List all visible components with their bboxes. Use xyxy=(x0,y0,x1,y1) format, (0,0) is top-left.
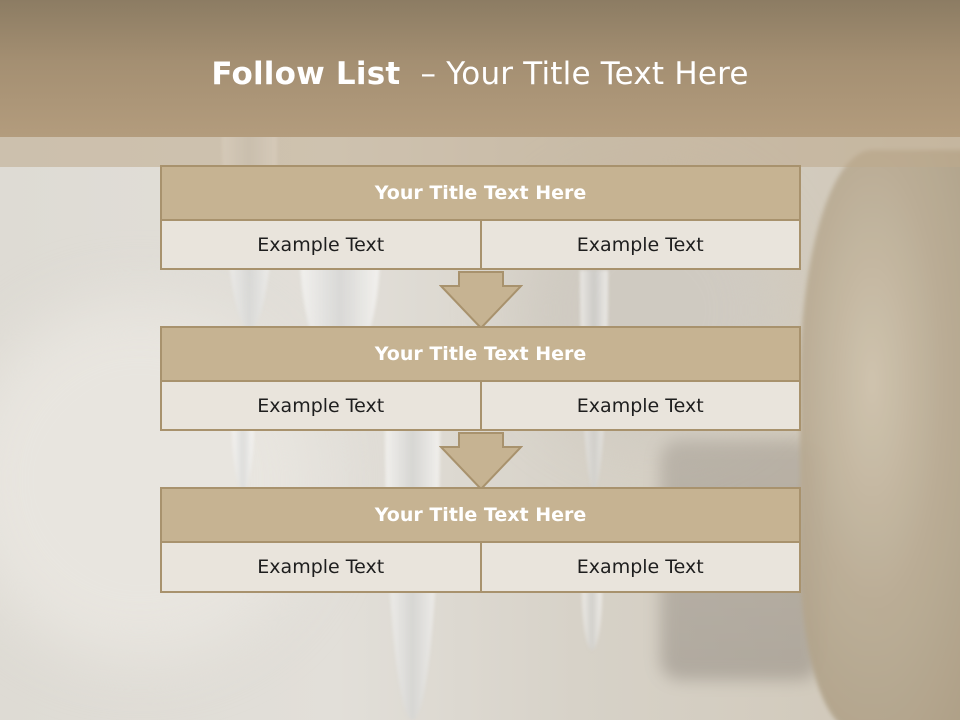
list-block-2: Your Title Text Here Example Text Exampl… xyxy=(160,326,801,431)
block-cell-left: Example Text xyxy=(160,543,482,593)
list-block-1: Your Title Text Here Example Text Exampl… xyxy=(160,165,801,270)
block-row: Example Text Example Text xyxy=(160,221,801,270)
block-title: Your Title Text Here xyxy=(160,326,801,382)
down-arrow-icon xyxy=(439,271,523,330)
block-cell-left: Example Text xyxy=(160,221,482,270)
header-strip xyxy=(0,137,960,167)
block-title: Your Title Text Here xyxy=(160,487,801,543)
down-arrow-icon xyxy=(439,432,523,491)
block-row: Example Text Example Text xyxy=(160,543,801,648)
block-cell-right: Example Text xyxy=(481,382,801,431)
slide-title-bold: Follow List xyxy=(211,56,401,92)
block-cell-left: Example Text xyxy=(160,382,482,431)
block-cell-right: Example Text xyxy=(481,543,801,593)
list-block-3: Your Title Text Here Example Text Exampl… xyxy=(160,487,801,648)
slide-title-rest: – Your Title Text Here xyxy=(420,56,749,92)
block-row: Example Text Example Text xyxy=(160,382,801,431)
block-cell-right: Example Text xyxy=(481,221,801,270)
header-bar xyxy=(0,0,960,137)
slide-title: Follow List – Your Title Text Here xyxy=(0,56,960,92)
block-title: Your Title Text Here xyxy=(160,165,801,221)
